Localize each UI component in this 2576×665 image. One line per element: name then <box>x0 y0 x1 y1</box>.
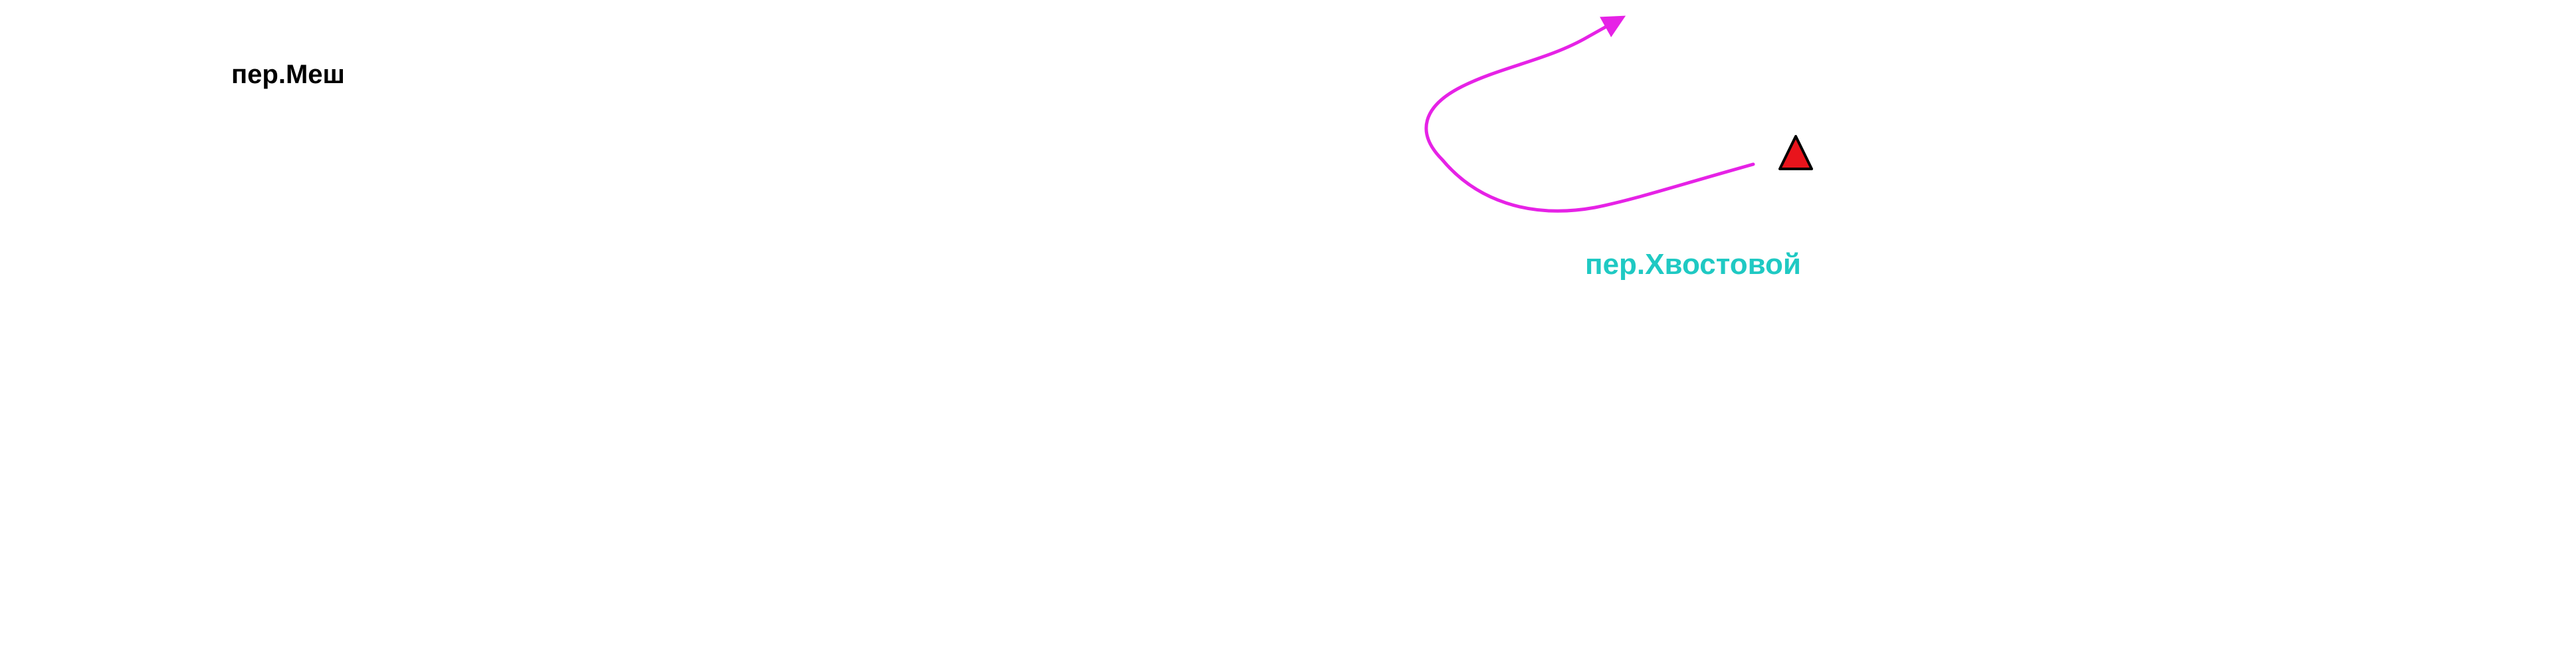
pass-label-khvostovoy: пер.Хвостовой <box>1585 248 1801 281</box>
pass-label-mesh: пер.Меш <box>231 60 345 89</box>
route-line <box>1424 15 1755 213</box>
peak-triangle-icon <box>1778 135 1813 170</box>
